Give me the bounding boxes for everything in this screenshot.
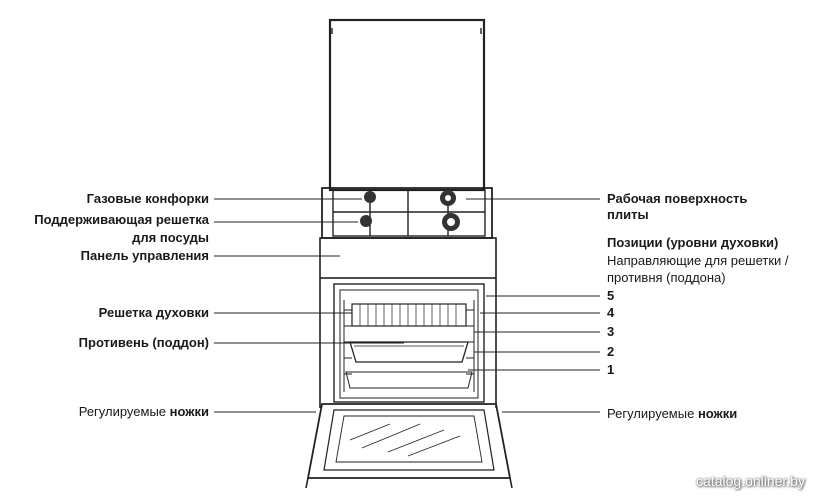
level-label: 2 [607,344,615,359]
label-hob-line2: плиты [607,207,649,222]
label-pan-support-line1: Поддерживающая решетка [34,212,209,227]
level-label: 4 [607,305,615,320]
label-adjustable-feet-right: Регулируемые ножки [607,406,738,421]
watermark: catalog.onliner.by [696,473,805,489]
oven-door [306,403,512,479]
level-label: 3 [607,324,615,339]
label-gas-burners: Газовые конфорки [86,191,209,206]
pan-support [332,189,486,237]
label-pan-support-line2: для посуды [132,230,209,245]
label-adjustable-feet-left: Регулируемые ножки [78,404,209,419]
control-panel [319,237,497,279]
level-label: 1 [607,362,615,377]
lid [328,18,486,192]
level-label: 5 [607,288,615,303]
label-guides-line2: противня (поддона) [607,270,726,285]
label-positions-title: Позиции (уровни духовки) [607,235,779,250]
burners [360,190,460,231]
burner-icon [360,215,372,227]
label-baking-tray: Противень (поддон) [78,335,209,350]
hob-surface [321,187,493,239]
oven-rack [351,303,467,327]
label-oven-rack: Решетка духовки [98,305,209,320]
label-control-panel: Панель управления [80,248,209,263]
label-guides-line1: Направляющие для решетки / [607,253,789,268]
label-hob-line1: Рабочая поверхность [607,191,748,206]
burner-icon [364,191,376,203]
baking-tray [349,341,469,363]
